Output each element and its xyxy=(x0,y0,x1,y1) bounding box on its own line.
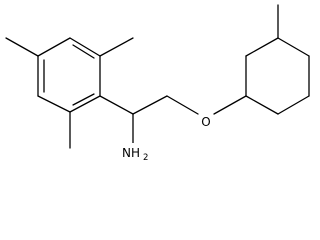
ring-double-bond xyxy=(72,93,95,106)
ring-bond xyxy=(245,37,279,57)
ring-bond xyxy=(37,95,71,113)
mesitylene-ring xyxy=(37,37,101,113)
ch2-to-o-bond xyxy=(166,95,199,115)
amine-label: NH xyxy=(122,146,140,160)
amine-subscript: 2 xyxy=(143,153,148,163)
amine-group: NH 2 xyxy=(122,143,152,163)
methyl-bond-left xyxy=(5,37,39,57)
ring-bond xyxy=(37,37,71,57)
ch-to-ch2-bond xyxy=(132,95,168,115)
ring-bond xyxy=(277,95,310,115)
side-chain xyxy=(99,95,247,145)
molecule-structure: O NH 2 xyxy=(5,4,310,163)
ring-double-bond xyxy=(72,44,95,59)
o-to-cyclohexyl-bond xyxy=(213,95,247,115)
cyclohexane-ring xyxy=(245,4,310,115)
ring-to-ch-bond xyxy=(99,95,134,115)
ring-bond xyxy=(277,37,310,57)
methyl-bond-top xyxy=(99,37,134,57)
methyl-groups xyxy=(5,37,134,149)
ring-bond xyxy=(245,95,279,115)
oxygen-atom: O xyxy=(199,113,213,129)
oxygen-label: O xyxy=(201,115,210,129)
ring-bond xyxy=(69,37,101,57)
ring-bond xyxy=(69,95,101,113)
